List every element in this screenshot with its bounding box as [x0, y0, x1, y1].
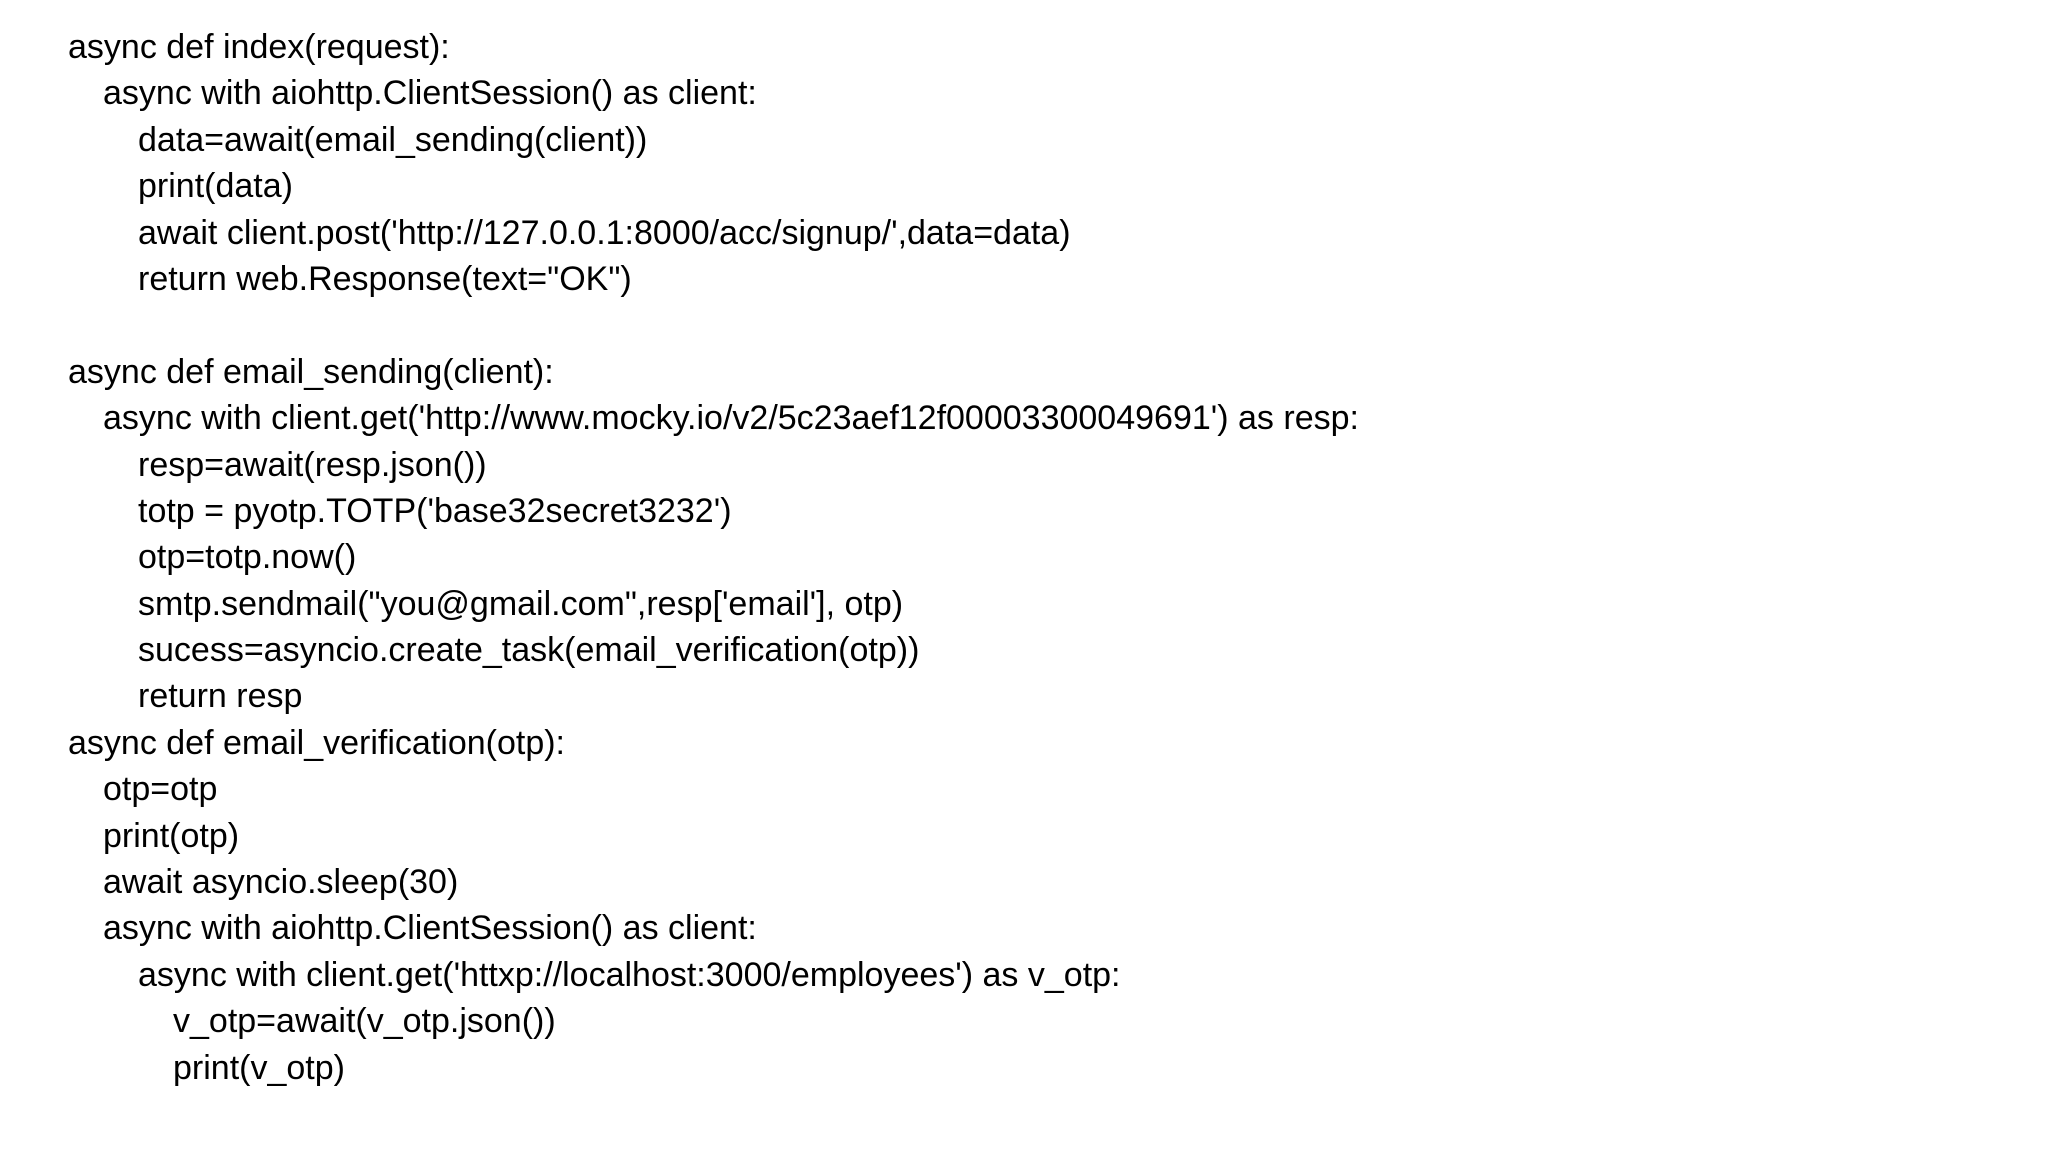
code-line: async with client.get('http://www.mocky.… [103, 399, 1359, 438]
code-line: totp = pyotp.TOTP('base32secret3232') [138, 491, 732, 530]
code-line: v_otp=await(v_otp.json()) [173, 1002, 556, 1041]
code-line: smtp.sendmail("you@gmail.com",resp['emai… [138, 584, 904, 623]
code-line: print(v_otp) [173, 1048, 345, 1087]
code-line: print(data) [138, 167, 293, 206]
code-line: return resp [138, 677, 303, 716]
code-line: print(otp) [103, 816, 240, 855]
code-block: async def index(request): async with aio… [68, 24, 2028, 1091]
code-line: await client.post('http://127.0.0.1:8000… [138, 213, 1071, 252]
code-line: return web.Response(text="OK") [138, 259, 632, 298]
code-line: resp=await(resp.json()) [138, 445, 487, 484]
blank-line [68, 302, 2028, 348]
code-line: sucess=asyncio.create_task(email_verific… [138, 631, 920, 670]
code-line: async def email_sending(client): [68, 352, 554, 391]
code-line: async with client.get('httxp://localhost… [138, 955, 1121, 994]
code-line: async with aiohttp.ClientSession() as cl… [103, 909, 757, 948]
code-line: await asyncio.sleep(30) [103, 863, 459, 902]
code-line: data=await(email_sending(client)) [138, 120, 648, 159]
code-line: otp=totp.now() [138, 538, 357, 577]
code-line: async def index(request): [68, 28, 450, 66]
code-line: async def email_verification(otp): [68, 723, 566, 762]
code-line: async with aiohttp.ClientSession() as cl… [103, 74, 757, 113]
code-line: otp=otp [103, 770, 218, 809]
